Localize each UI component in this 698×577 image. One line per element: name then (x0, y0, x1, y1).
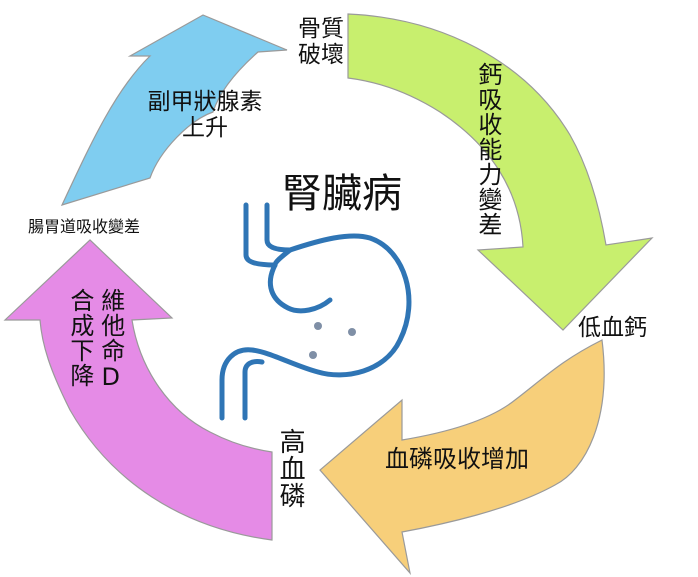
pth-up-line2: 上升 (182, 114, 228, 141)
green-arrow (347, 13, 654, 331)
center-title: 腎臟病 (282, 171, 402, 217)
pth-up-line1: 副甲狀腺素 (147, 89, 263, 115)
icon-dot-1 (314, 322, 322, 330)
bone-destruction-label: 骨質 破壞 (296, 16, 346, 69)
low-calcium-label: 低血鈣 (578, 315, 647, 341)
bone-line2: 破壞 (298, 41, 344, 68)
vitd-columns: 維他命D 合成下降 (65, 288, 125, 392)
icon-left-stem (242, 359, 265, 421)
calcium-absorption-label: 鈣吸收能力變差 (473, 62, 502, 237)
high-phosphate-label: 高血磷 (275, 428, 306, 509)
bone-line1: 骨質 (298, 16, 344, 42)
icon-dot-2 (348, 328, 356, 336)
vitd-col1: 維他命D (96, 288, 125, 392)
magenta-arrow (3, 239, 273, 541)
icon-fold (272, 247, 293, 268)
blue-arrow (60, 14, 288, 206)
stomach-kidney-icon (219, 202, 412, 421)
pth-up-label: 副甲狀腺素 上升 (130, 89, 280, 142)
icon-tube-right (264, 202, 293, 253)
orange-arrow (319, 339, 605, 576)
phosphate-absorption-label: 血磷吸收增加 (385, 445, 529, 473)
icon-tube-left (243, 202, 278, 268)
vitd-col2: 合成下降 (65, 288, 94, 388)
icon-inner (268, 262, 333, 314)
icon-body (219, 233, 412, 421)
icon-dot-3 (309, 351, 317, 359)
vitamin-d-label: 維他命D 合成下降 (65, 288, 125, 392)
gut-absorption-label: 腸胃道吸收變差 (28, 217, 141, 236)
